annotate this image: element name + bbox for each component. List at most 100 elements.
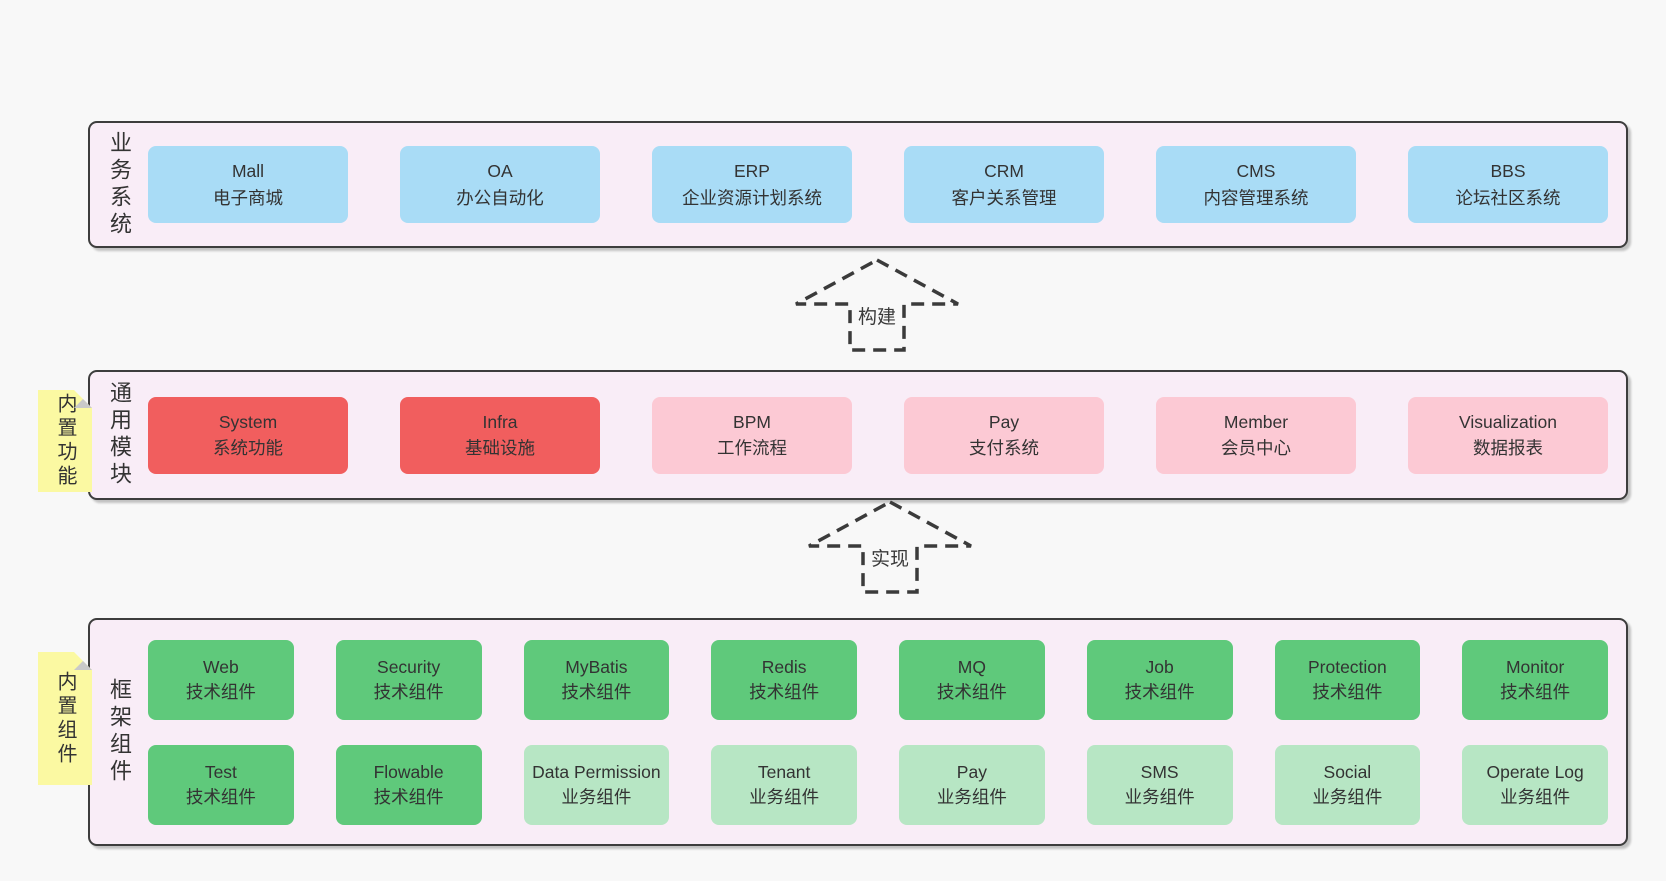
box-name: Monitor [1505, 657, 1565, 677]
box-name: BBS [1490, 161, 1526, 182]
panel-business-label: 业务系统 [90, 131, 148, 239]
box-name: MyBatis [565, 657, 628, 677]
box-name: Infra [482, 411, 518, 432]
box-name: Test [204, 762, 237, 782]
diagram-box: Social 业务组件 [1274, 744, 1421, 825]
diagram-box: Test 技术组件 [148, 744, 294, 825]
diagram-box: Tenant 业务组件 [711, 744, 857, 825]
box-description: 业务组件 [561, 786, 632, 807]
diagram-box: Operate Log 业务组件 [1462, 744, 1608, 825]
box-description: 技术组件 [373, 681, 444, 702]
arrow-implement-label: 实现 [805, 544, 975, 571]
box-description: 会员中心 [1221, 438, 1291, 458]
box-description: 技术组件 [1312, 681, 1383, 702]
components-box-grid: Web 技术组件 Security 技术组件 MyBatis 技术组件 Redi… [148, 639, 1626, 825]
diagram-box: MyBatis 技术组件 [523, 639, 670, 720]
box-name: Social [1323, 762, 1372, 782]
box-description: 办公自动化 [456, 187, 544, 208]
box-description: 系统功能 [213, 438, 283, 458]
diagram-box: Pay 业务组件 [899, 744, 1045, 825]
box-description: 基础设施 [465, 438, 535, 458]
diagram-box: Web 技术组件 [148, 639, 294, 720]
box-name: MQ [957, 657, 986, 677]
box-name: System [218, 411, 278, 432]
box-description: 业务组件 [749, 786, 820, 807]
diagram-box: Infra 基础设施 [400, 396, 600, 474]
box-description: 业务组件 [1124, 786, 1195, 807]
box-name: Security [377, 657, 441, 677]
box-name: CMS [1236, 161, 1276, 182]
diagram-box: Redis 技术组件 [711, 639, 857, 720]
panel-business-label-text: 业务系统 [107, 130, 132, 239]
diagram-box: System 系统功能 [148, 396, 348, 474]
box-name: Web [203, 657, 239, 677]
box-name: Data Permission [532, 762, 661, 782]
business-box-row: Mall 电子商城 OA 办公自动化 ERP 企业资源计划系统 CRM 客户关系… [148, 146, 1626, 223]
box-description: 内容管理系统 [1203, 187, 1309, 208]
panel-modules-label-text: 通用模块 [107, 381, 132, 489]
box-name: Pay [988, 411, 1020, 432]
arrow-build-label: 构建 [792, 302, 962, 329]
box-name: Member [1223, 411, 1289, 432]
diagram-box: BBS 论坛社区系统 [1408, 146, 1608, 223]
diagram-box: Monitor 技术组件 [1462, 639, 1608, 720]
arrow-up-icon [808, 500, 972, 594]
diagram-box: Flowable 技术组件 [335, 744, 482, 825]
box-name: SMS [1140, 762, 1179, 782]
panel-common-modules: 通用模块 System 系统功能 Infra 基础设施 BPM 工作流程 Pay… [88, 370, 1628, 500]
box-description: 技术组件 [1500, 681, 1571, 702]
diagram-box: Protection 技术组件 [1274, 639, 1421, 720]
panel-framework-components: 框架组件 Web 技术组件 Security 技术组件 MyBatis 技术组件… [88, 618, 1628, 846]
box-description: 企业资源计划系统 [682, 187, 822, 208]
box-name: CRM [984, 161, 1024, 182]
box-name: Operate Log [1486, 762, 1584, 782]
box-description: 技术组件 [749, 681, 820, 702]
box-name: ERP [734, 161, 770, 182]
box-description: 论坛社区系统 [1455, 187, 1561, 208]
arrow-build: 构建 [792, 256, 962, 354]
box-name: BPM [733, 411, 771, 432]
sticky-note-built-in-components: 内置组件 [38, 652, 92, 785]
diagram-box: ERP 企业资源计划系统 [652, 146, 852, 223]
diagram-box: MQ 技术组件 [899, 639, 1045, 720]
box-name: Redis [761, 657, 807, 677]
diagram-box: CMS 内容管理系统 [1156, 146, 1356, 223]
box-name: Protection [1307, 657, 1387, 677]
arrow-up-icon [795, 258, 959, 352]
modules-box-row: System 系统功能 Infra 基础设施 BPM 工作流程 Pay 支付系统… [148, 396, 1626, 474]
box-description: 技术组件 [936, 681, 1007, 702]
diagram-box: CRM 客户关系管理 [904, 146, 1104, 223]
box-name: Pay [956, 762, 987, 782]
box-description: 技术组件 [185, 681, 256, 702]
diagram-box: OA 办公自动化 [400, 146, 600, 223]
box-description: 客户关系管理 [951, 187, 1057, 208]
box-description: 技术组件 [1124, 681, 1195, 702]
diagram-box: Pay 支付系统 [904, 396, 1104, 474]
box-description: 支付系统 [969, 438, 1039, 458]
diagram-box: SMS 业务组件 [1086, 744, 1233, 825]
box-description: 数据报表 [1473, 438, 1543, 458]
box-description: 业务组件 [1312, 786, 1383, 807]
box-description: 技术组件 [561, 681, 632, 702]
diagram-box: Data Permission 业务组件 [523, 744, 670, 825]
box-description: 业务组件 [1500, 786, 1571, 807]
diagram-box: Visualization 数据报表 [1408, 396, 1608, 474]
sticky-note-text: 内置组件 [54, 670, 76, 767]
box-description: 业务组件 [936, 786, 1007, 807]
box-name: Visualization [1459, 411, 1557, 432]
panel-components-label-text: 框架组件 [107, 678, 132, 786]
box-name: OA [487, 161, 513, 182]
sticky-note-text: 内置功能 [54, 393, 76, 489]
panel-business-systems: 业务系统 Mall 电子商城 OA 办公自动化 ERP 企业资源计划系统 CRM… [88, 121, 1628, 248]
panel-modules-label: 通用模块 [90, 381, 148, 489]
diagram-box: Job 技术组件 [1086, 639, 1233, 720]
box-description: 技术组件 [373, 786, 444, 807]
box-description: 工作流程 [717, 438, 787, 458]
box-name: Flowable [373, 762, 444, 782]
diagram-box: BPM 工作流程 [652, 396, 852, 474]
diagram-box: Member 会员中心 [1156, 396, 1356, 474]
box-name: Tenant [757, 762, 811, 782]
box-description: 技术组件 [185, 786, 256, 807]
diagram-box: Mall 电子商城 [148, 146, 348, 223]
